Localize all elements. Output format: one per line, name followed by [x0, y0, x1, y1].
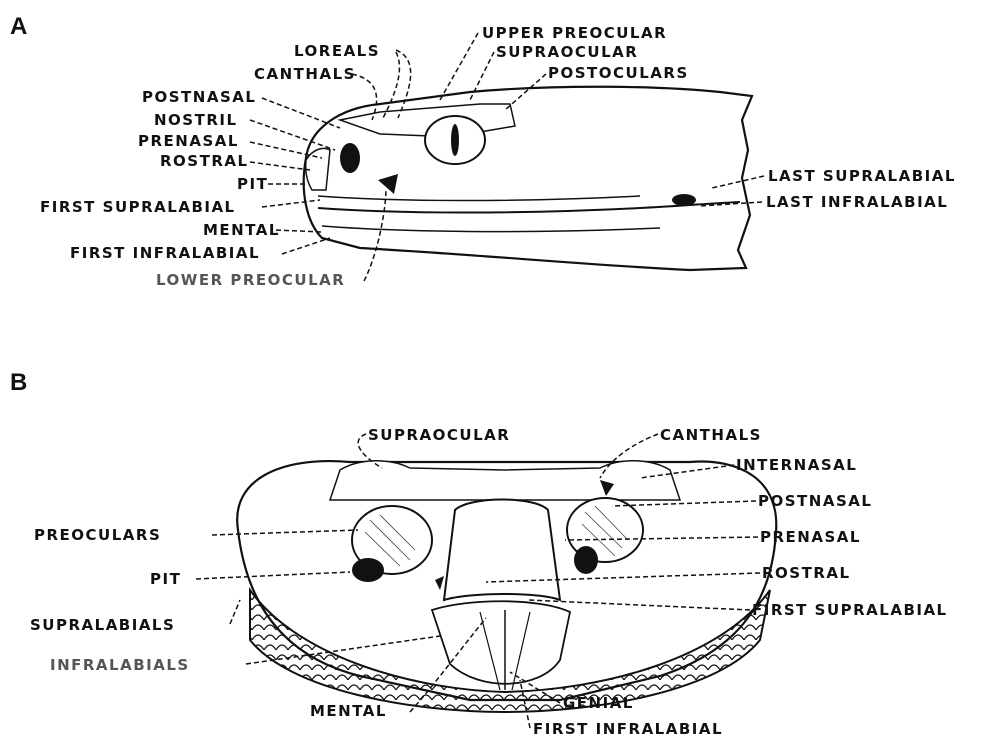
label-pit: PIT — [237, 175, 268, 193]
label-last-supralabial: LAST SUPRALABIAL — [768, 167, 956, 185]
label-upper-preocular: UPPER PREOCULAR — [482, 24, 667, 42]
label-b-supralabials: SUPRALABIALS — [30, 616, 175, 634]
label-b-pit: PIT — [150, 570, 181, 588]
label-first-infralabial: FIRST INFRALABIAL — [70, 244, 260, 262]
label-b-genial: GENIAL — [563, 694, 634, 712]
label-rostral: ROSTRAL — [160, 152, 249, 170]
label-b-supraocular: SUPRAOCULAR — [368, 426, 510, 444]
panel-b-letter: B — [10, 369, 27, 396]
label-b-internasal: INTERNASAL — [736, 456, 857, 474]
label-lower-preocular: LOWER PREOCULAR — [156, 271, 345, 289]
label-b-prenasal: PRENASAL — [760, 528, 861, 546]
label-b-mental: MENTAL — [310, 702, 387, 720]
label-first-supralabial: FIRST SUPRALABIAL — [40, 198, 236, 216]
label-b-preoculars: PREOCULARS — [34, 526, 161, 544]
snake-head-frontal-drawing — [237, 461, 776, 712]
label-prenasal: PRENASAL — [138, 132, 239, 150]
label-loreals: LOREALS — [294, 42, 380, 60]
label-postoculars: POSTOCULARS — [548, 64, 689, 82]
label-b-rostral: ROSTRAL — [762, 564, 851, 582]
panel-a-letter: A — [10, 13, 27, 40]
label-b-canthals: CANTHALS — [660, 426, 762, 444]
label-b-first-infralabial: FIRST INFRALABIAL — [533, 720, 723, 738]
label-supraocular: SUPRAOCULAR — [496, 43, 638, 61]
label-nostril: NOSTRIL — [154, 111, 238, 129]
label-last-infralabial: LAST INFRALABIAL — [766, 193, 948, 211]
label-mental: MENTAL — [203, 221, 280, 239]
panel-b: B SUPR — [10, 369, 948, 738]
panel-a: A UPPER PREOCULAR SUPRAOCULAR — [10, 13, 956, 289]
label-b-first-supralabial: FIRST SUPRALABIAL — [752, 601, 948, 619]
label-b-infralabials: INFRALABIALS — [50, 656, 190, 674]
snake-head-lateral-drawing — [304, 87, 752, 270]
label-canthals: CANTHALS — [254, 65, 356, 83]
label-postnasal: POSTNASAL — [142, 88, 256, 106]
label-b-postnasal: POSTNASAL — [758, 492, 872, 510]
